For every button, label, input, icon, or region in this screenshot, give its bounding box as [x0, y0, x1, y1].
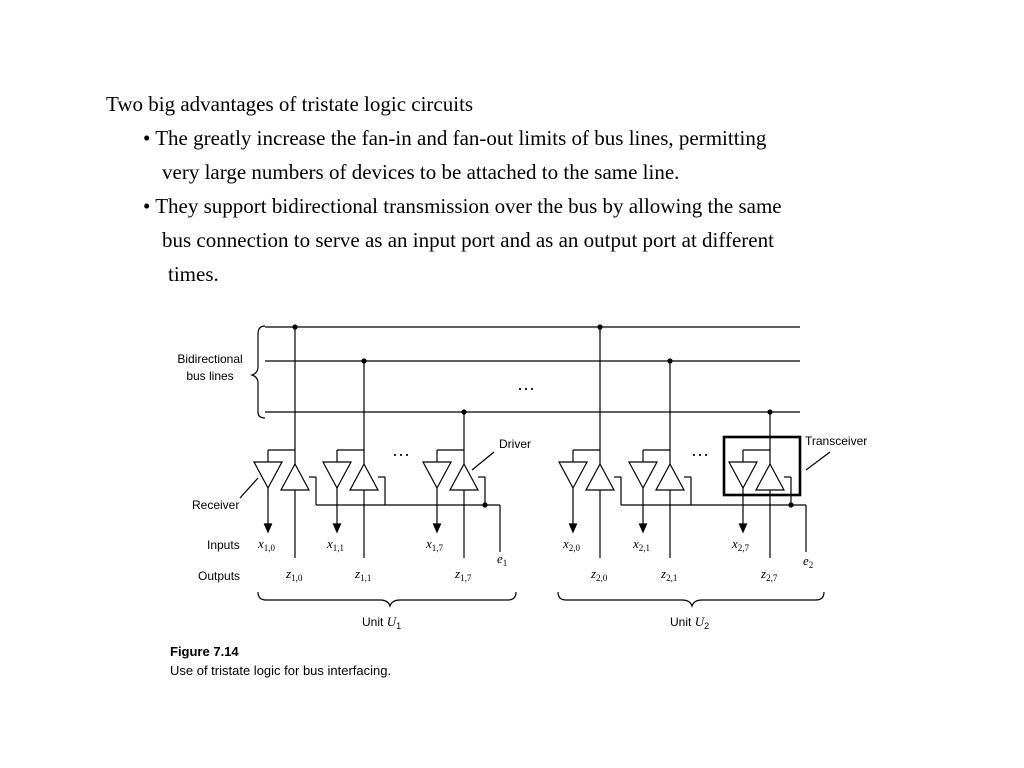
receiver-buffer-icon: [727, 461, 759, 490]
input-label-u1-0: x1,0: [257, 536, 276, 553]
input-label-u1-1: x1,1: [326, 536, 344, 553]
enable-label-u1: e1: [497, 551, 507, 568]
enable-junction-u1: [482, 502, 488, 508]
slide-heading: Two big advantages of tristate logic cir…: [106, 92, 474, 116]
bullet-2-line-3: times.: [168, 262, 219, 286]
receiver-buffer-icon: [421, 461, 453, 490]
driver-buffer-icon: [654, 462, 686, 491]
bus-ellipsis: …: [517, 374, 535, 394]
unit1-io-labels: x1,0 x1,1 x1,7 z1,0 z1,1 z1,7 e1: [257, 536, 507, 583]
output-label-u1-7: z1,7: [454, 566, 472, 583]
unit2-brace: [557, 591, 825, 608]
unit1-brace: [257, 591, 517, 608]
receiver-buffer-icon: [557, 461, 589, 490]
bus-label-line-2: bus lines: [186, 369, 233, 383]
transceiver-label: Transceiver: [805, 434, 867, 448]
transceiver-u1-7: [421, 449, 486, 558]
driver-buffer-icon: [348, 462, 380, 491]
output-label-u2-0: z2,0: [590, 566, 608, 583]
bullet-2-line-2: bus connection to serve as an input port…: [162, 228, 774, 252]
enable-label-u2: e2: [803, 553, 813, 570]
unit2-ellipsis: …: [691, 440, 709, 460]
bullet-1-line-1: • The greatly increase the fan-in and fa…: [143, 126, 767, 150]
unit1-label: Unit U1: [362, 614, 401, 631]
unit2-label: Unit U2: [670, 614, 709, 631]
receiver-callout: [239, 477, 259, 499]
enable-junction-u2: [788, 502, 794, 508]
bullet-2-line-1: • They support bidirectional transmissio…: [143, 194, 782, 218]
receiver-label: Receiver: [192, 498, 239, 512]
transceiver-box: [722, 435, 802, 497]
transceiver-u2-1: [627, 449, 692, 558]
transceiver-u1-0: [252, 449, 317, 558]
inputs-label: Inputs: [207, 538, 240, 552]
input-label-u2-0: x2,0: [562, 536, 581, 553]
transceiver-callout: [805, 451, 831, 471]
driver-label: Driver: [499, 437, 531, 451]
receiver-buffer-icon: [321, 461, 353, 490]
output-label-u1-1: z1,1: [354, 566, 371, 583]
transceiver-u2-7: [727, 449, 792, 558]
unit1-ellipsis: …: [392, 440, 410, 460]
bus-label-line-1: Bidirectional: [177, 352, 242, 366]
input-label-u2-1: x2,1: [632, 536, 650, 553]
output-label-u2-1: z2,1: [660, 566, 677, 583]
transceiver-u2-0: [557, 449, 622, 558]
figure-caption-title: Figure 7.14: [170, 644, 239, 659]
output-label-u2-7: z2,7: [760, 566, 778, 583]
output-label-u1-0: z1,0: [285, 566, 303, 583]
driver-buffer-icon: [279, 462, 311, 491]
bus-lines-brace: [250, 325, 266, 419]
bullet-1-line-2: very large numbers of devices to be atta…: [162, 160, 680, 184]
driver-callout: [471, 451, 495, 471]
driver-buffer-icon: [584, 462, 616, 491]
outputs-label: Outputs: [198, 569, 240, 583]
receiver-buffer-icon: [252, 461, 284, 490]
unit2-io-labels: x2,0 x2,1 x2,7 z2,0 z2,1 z2,7 e2: [562, 536, 813, 583]
input-label-u1-7: x1,7: [425, 536, 444, 553]
driver-buffer-icon: [754, 462, 786, 491]
input-label-u2-7: x2,7: [731, 536, 750, 553]
receiver-buffer-icon: [627, 461, 659, 490]
slide-text: Two big advantages of tristate logic cir…: [0, 0, 1024, 300]
transceiver-u1-1: [321, 449, 386, 558]
figure-caption-text: Use of tristate logic for bus interfacin…: [170, 663, 391, 678]
